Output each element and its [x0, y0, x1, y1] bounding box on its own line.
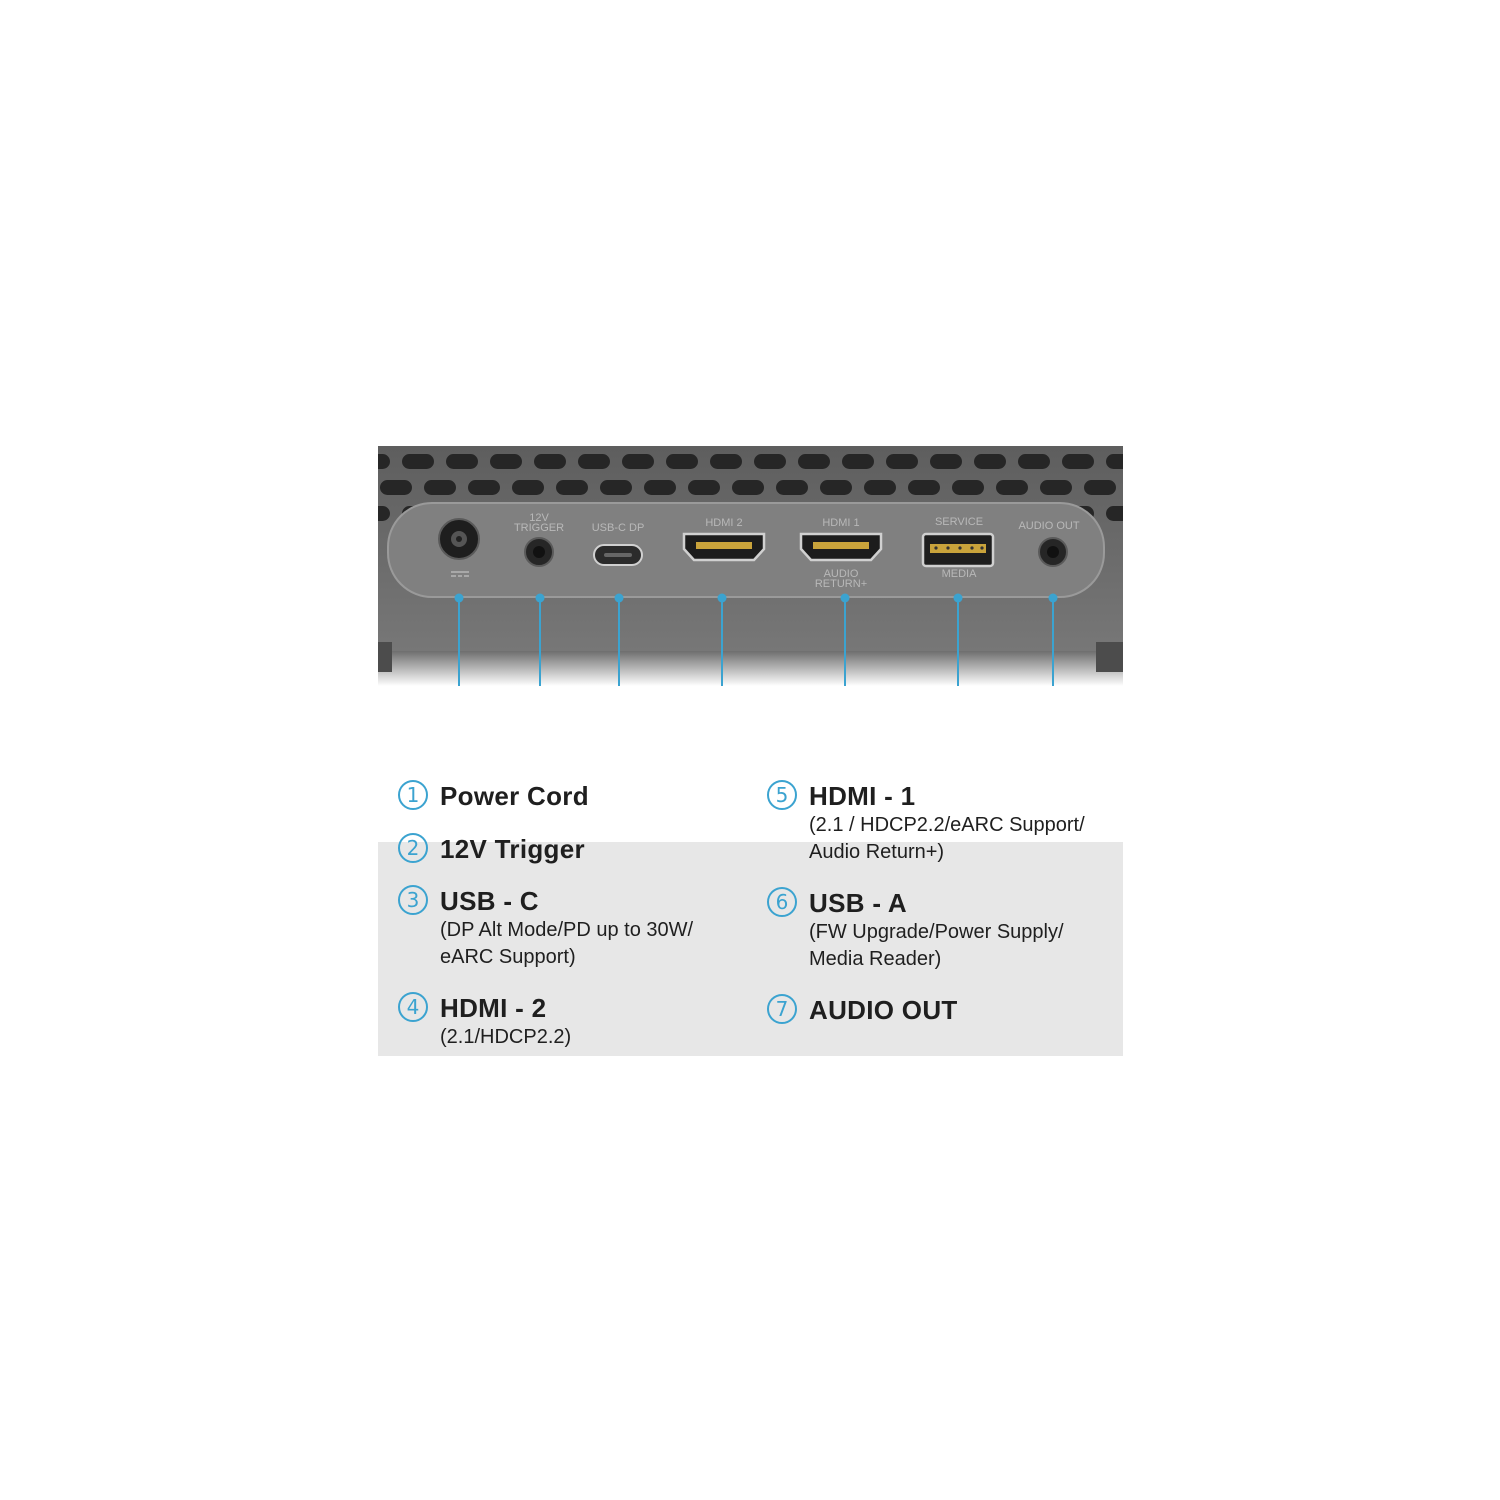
hdmi1-label: HDMI 1: [822, 517, 859, 529]
leader-dot-3: [614, 593, 624, 603]
legend-number-1: 1: [398, 780, 428, 810]
media-label: MEDIA: [942, 568, 978, 580]
hdmi1-port-icon: [799, 532, 883, 562]
vent-slot: [380, 480, 412, 495]
vent-slot: [732, 480, 764, 495]
audio-out-label: AUDIO OUT: [1018, 520, 1079, 532]
leader-dot-5: [840, 593, 850, 603]
leader-dot-4: [717, 593, 727, 603]
callout-leaders: [454, 593, 1058, 686]
leader-dot-2: [535, 593, 545, 603]
vent-slot: [512, 480, 544, 495]
vent-slot: [600, 480, 632, 495]
service-label: SERVICE: [935, 516, 983, 528]
vent-slot: [710, 454, 742, 469]
vent-slot: [556, 480, 588, 495]
legend-title: USB - C: [440, 886, 539, 916]
leader-dot-7: [1048, 593, 1058, 603]
vent-slot: [1040, 480, 1072, 495]
vent-slot: [424, 480, 456, 495]
legend-title: 12V Trigger: [440, 834, 585, 864]
vent-slot: [930, 454, 962, 469]
legend-title: HDMI - 2: [440, 993, 547, 1023]
hdmi2-label: HDMI 2: [705, 517, 742, 529]
legend-title: AUDIO OUT: [809, 995, 958, 1025]
vent-slot: [952, 480, 984, 495]
legend-description-line: Media Reader): [809, 948, 942, 970]
legend-title: HDMI - 1: [809, 781, 916, 811]
vent-slot: [798, 454, 830, 469]
usba-port-icon: [921, 532, 995, 568]
legend-description-line: (FW Upgrade/Power Supply/: [809, 921, 1064, 943]
right-foot: [1096, 642, 1123, 672]
vent-slot: [688, 480, 720, 495]
vent-slot: [644, 480, 676, 495]
usbc-port-icon: [593, 544, 643, 566]
vent-slot: [534, 454, 566, 469]
left-foot: [378, 642, 392, 672]
legend-number-7: 7: [767, 994, 797, 1024]
trigger-label-line1: 12V: [529, 512, 549, 524]
usbc-label: USB-C DP: [592, 522, 645, 534]
leader-dot-1: [454, 593, 464, 603]
leader-dot-6: [953, 593, 963, 603]
vent-slot: [908, 480, 940, 495]
bottom-fade: [378, 651, 1123, 686]
vent-slot: [1018, 454, 1050, 469]
vent-slot: [666, 454, 698, 469]
legend-description-line: eARC Support): [440, 946, 576, 968]
vent-slot: [864, 480, 896, 495]
legend-number-2: 2: [398, 833, 428, 863]
trigger-label-line2: TRIGGER: [514, 522, 564, 534]
legend-description: (FW Upgrade/Power Supply/Media Reader): [809, 919, 1064, 973]
vent-slot: [754, 454, 786, 469]
vent-slot: [446, 454, 478, 469]
legend-number-6: 6: [767, 887, 797, 917]
hdmi2-port-icon: [682, 532, 766, 562]
legend-title: USB - A: [809, 888, 907, 918]
legend-description-line: Audio Return+): [809, 841, 945, 863]
legend-number-5: 5: [767, 780, 797, 810]
vent-slot: [1084, 480, 1116, 495]
legend-description: (DP Alt Mode/PD up to 30W/eARC Support): [440, 917, 693, 971]
legend-description: (2.1/HDCP2.2): [440, 1024, 571, 1051]
vent-slot: [490, 454, 522, 469]
vent-slot: [886, 454, 918, 469]
legend-title: Power Cord: [440, 781, 589, 811]
trigger-jack-icon: [524, 537, 554, 567]
vent-slot: [1106, 506, 1123, 521]
audio-return-label-line2: RETURN+: [815, 578, 867, 590]
vent-slot: [776, 480, 808, 495]
vent-slot: [402, 454, 434, 469]
legend-number-3: 3: [398, 885, 428, 915]
legend-description-line: (2.1 / HDCP2.2/eARC Support/: [809, 814, 1085, 836]
vent-slot: [578, 454, 610, 469]
vent-slot: [378, 506, 390, 521]
legend-number-4: 4: [398, 992, 428, 1022]
vent-slot: [622, 454, 654, 469]
power-port-icon: [438, 518, 480, 560]
projector-rear-panel: 12V TRIGGER USB-C DP HDMI 2 HDMI 1 AUDIO…: [378, 446, 1123, 686]
vent-slot: [1062, 454, 1094, 469]
vent-slot: [842, 454, 874, 469]
legend-description: (2.1 / HDCP2.2/eARC Support/Audio Return…: [809, 812, 1085, 866]
vent-slot: [1106, 454, 1123, 469]
connector-diagram: 12V TRIGGER USB-C DP HDMI 2 HDMI 1 AUDIO…: [378, 446, 1123, 1056]
vent-slot: [996, 480, 1028, 495]
vent-slot: [974, 454, 1006, 469]
legend-background-top: [378, 686, 1123, 842]
legend-background-bottom: [378, 842, 1123, 1056]
audio-return-label-line1: AUDIO: [824, 568, 859, 580]
vent-slot: [468, 480, 500, 495]
legend-description-line: (DP Alt Mode/PD up to 30W/: [440, 919, 694, 941]
vent-slot: [378, 454, 390, 469]
legend-description-line: (2.1/HDCP2.2): [440, 1026, 572, 1048]
dc-symbol-icon: [451, 571, 469, 577]
audio-jack-icon: [1038, 537, 1068, 567]
vent-slot: [820, 480, 852, 495]
